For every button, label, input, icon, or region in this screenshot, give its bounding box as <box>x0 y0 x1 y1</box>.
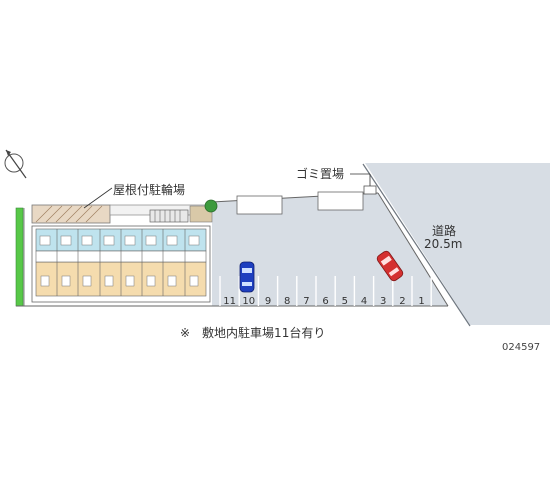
road <box>365 163 550 325</box>
car-blue-icon <box>239 261 255 293</box>
compass-icon <box>4 149 27 179</box>
stall-number: 4 <box>361 296 367 307</box>
garbage-label: ゴミ置場 <box>296 167 345 181</box>
lot-boundary-2 <box>377 192 449 307</box>
road-name-label: 道路 <box>432 224 457 238</box>
garbage-shed <box>363 185 377 195</box>
bike-leader <box>83 187 113 209</box>
stair-area <box>149 209 189 223</box>
parking-stalls: 11 10 9 8 7 6 5 4 3 2 1 <box>219 276 432 307</box>
bike-parking-label: 屋根付駐輪場 <box>113 183 186 197</box>
stall-number: 11 <box>223 296 236 307</box>
road-edge <box>362 163 471 327</box>
stall-number: 8 <box>284 296 290 307</box>
stall-number: 10 <box>242 296 255 307</box>
parking-lot <box>212 193 448 306</box>
grass-strip <box>15 207 24 307</box>
stall-number: 2 <box>399 296 405 307</box>
apartment-building <box>31 225 211 303</box>
tree-icon <box>204 199 218 213</box>
stall-number: 9 <box>265 296 271 307</box>
stall-number: 5 <box>342 296 348 307</box>
road-width-label: 20.5m <box>424 237 463 251</box>
stall-number: 6 <box>322 296 328 307</box>
stall-number: 1 <box>418 296 424 307</box>
lot-marking-left <box>236 195 283 215</box>
parking-note: ※ 敷地内駐車場11台有り <box>180 326 326 340</box>
stall-number: 3 <box>380 296 386 307</box>
bike-parking-hatch <box>35 205 103 223</box>
stall-number: 7 <box>303 296 309 307</box>
property-code: 024597 <box>502 342 541 353</box>
car-red-icon <box>376 250 404 282</box>
lot-marking-right <box>317 191 364 211</box>
